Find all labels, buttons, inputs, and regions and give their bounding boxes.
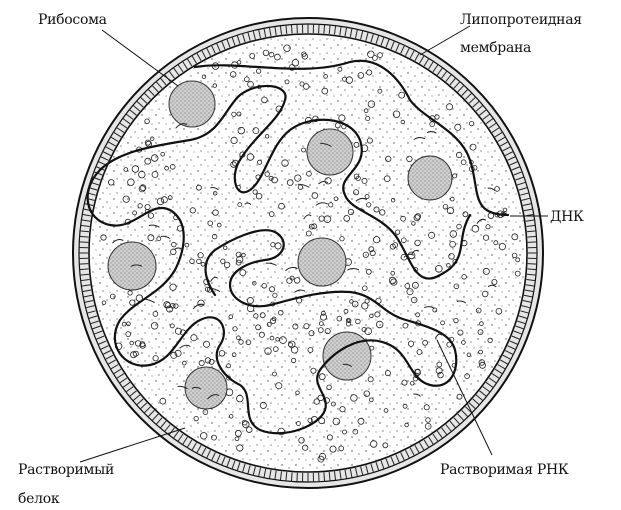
ribosome [169, 81, 215, 127]
soluble-protein-label-line2: белок [18, 491, 60, 507]
ribosome [408, 156, 452, 200]
membrane-tick [324, 25, 325, 34]
membrane-tick [319, 24, 320, 33]
membrane-tick [297, 24, 298, 33]
membrane-tick [324, 472, 325, 481]
dna-label: ДНК [550, 209, 584, 225]
ribosome [298, 238, 346, 286]
soluble-protein-label-line1: Растворимый [18, 462, 114, 478]
ribosome-leader-line [102, 30, 178, 86]
membrane-tick [527, 269, 536, 270]
membrane-label-line1: Липопротеидная [460, 12, 582, 28]
membrane-tick [80, 236, 89, 237]
soluble-rna-label: Растворимая РНК [440, 462, 569, 478]
soluble-protein-leader-line [80, 428, 185, 462]
membrane-tick [291, 472, 292, 481]
membrane-tick [319, 473, 320, 482]
membrane-tick [528, 242, 537, 243]
ribosome [307, 129, 353, 175]
membrane-tick [79, 264, 88, 265]
ribosome-label: Рибосома [38, 12, 107, 28]
membrane-tick [79, 242, 88, 243]
membrane-tick [80, 269, 89, 270]
membrane-tick [528, 264, 537, 265]
membrane-tick [527, 236, 536, 237]
membrane-tick [297, 473, 298, 482]
membrane-tick [291, 25, 292, 34]
ribosome [323, 332, 371, 380]
ribosome [185, 367, 227, 409]
membrane-label-line2: мембрана [460, 40, 531, 56]
